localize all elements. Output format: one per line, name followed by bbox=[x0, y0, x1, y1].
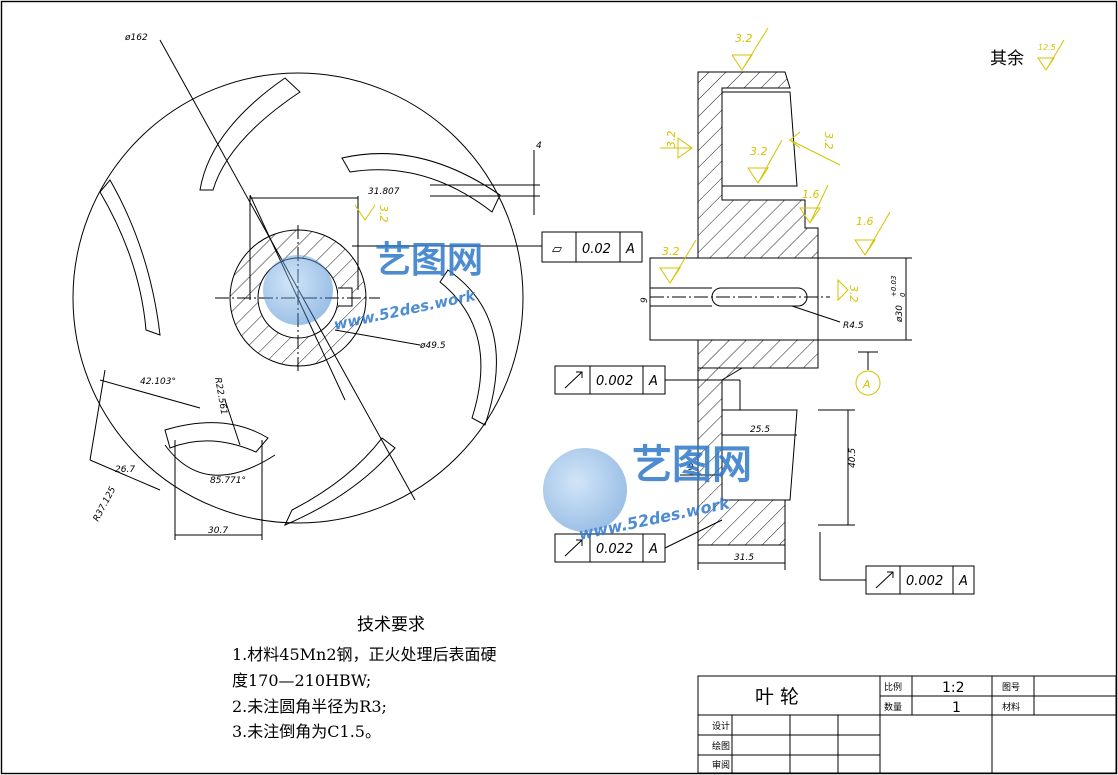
designer-label: 设计 bbox=[712, 720, 730, 732]
roughness-r6: 1.6 bbox=[856, 215, 874, 228]
blade-3 bbox=[439, 269, 497, 426]
blade-4 bbox=[283, 437, 396, 526]
roughness-r1: 3.2 bbox=[735, 32, 753, 45]
requirements-line-4: 3.未注倒角为C1.5。 bbox=[232, 722, 381, 741]
runout-tolerance-frame-2: 0.022 A bbox=[554, 533, 666, 563]
runout-3-datum: A bbox=[958, 574, 968, 589]
blade-6 bbox=[99, 179, 161, 336]
dim-9-lower-label: 9 bbox=[688, 463, 694, 473]
requirements-line-1: 1.材料45Mn2钢，正火处理后表面硬 bbox=[232, 645, 497, 664]
radius-22-label: R22.561 bbox=[212, 377, 228, 416]
bore-radius-label: R4.5 bbox=[843, 321, 864, 331]
reviewer-label: 审阅 bbox=[712, 759, 730, 771]
roughness-r8: 3.2 bbox=[847, 285, 860, 303]
blade-1 bbox=[199, 77, 301, 191]
scale-value: 1:2 bbox=[942, 680, 965, 696]
blade-5 bbox=[164, 422, 269, 453]
scale-label: 比例 bbox=[884, 681, 902, 693]
requirements-line-3: 2.未注圆角半径为R3; bbox=[232, 697, 387, 716]
dim-30-7-label: 30.7 bbox=[208, 526, 228, 536]
angle-85-label: 85.771° bbox=[210, 476, 246, 486]
drafter-label: 绘图 bbox=[712, 740, 730, 752]
hub-dia-leader bbox=[334, 329, 421, 346]
roughness-r3: 3.2 bbox=[750, 145, 768, 158]
watermark-brand-1: 艺图网 bbox=[375, 240, 483, 281]
keyway-depth-label: 31.807 bbox=[368, 187, 400, 197]
dim-25-5-label: 25.5 bbox=[750, 425, 770, 435]
runout-2-value: 0.022 bbox=[596, 542, 633, 557]
requirements-title: 技术要求 bbox=[357, 615, 425, 635]
requirements-line-2: 度170—210HBW; bbox=[232, 671, 371, 690]
roughness-r7: 3.2 bbox=[662, 245, 680, 258]
flatness-datum: A bbox=[625, 242, 635, 257]
flatness-tolerance-frame: ▱ 0.02 A bbox=[352, 231, 643, 263]
runout-3-value: 0.002 bbox=[906, 574, 943, 589]
bore-tol-upper: +0.03 bbox=[890, 276, 898, 297]
outer-circle bbox=[72, 72, 524, 524]
part-name: 叶 轮 bbox=[755, 686, 799, 708]
material-label: 材料 bbox=[1002, 701, 1020, 713]
outer-diameter-label: ø162 bbox=[124, 33, 148, 43]
runout-tolerance-frame-1: 0.002 A bbox=[554, 365, 666, 395]
datum-label: A bbox=[862, 378, 871, 391]
dim-ext-1 bbox=[89, 369, 106, 461]
remaining-roughness: 12.5 bbox=[1038, 43, 1056, 52]
blade-2 bbox=[341, 153, 501, 213]
roughness-r9: 3.2 bbox=[377, 205, 390, 223]
runout-2-datum: A bbox=[648, 542, 658, 557]
roughness-r5: 1.6 bbox=[802, 188, 820, 201]
runout-1-datum: A bbox=[648, 374, 658, 389]
watermark-brand-2: 艺图网 bbox=[632, 442, 752, 488]
remaining-label: 其余 bbox=[990, 49, 1024, 69]
roughness-symbols bbox=[354, 27, 1065, 302]
dim-26-7-label: 26.7 bbox=[115, 465, 135, 475]
dim-31-5-label: 31.5 bbox=[734, 553, 754, 563]
roughness-r4: 3.2 bbox=[822, 132, 835, 150]
title-block bbox=[697, 675, 1117, 774]
bore-tol-lower: 0 bbox=[899, 292, 907, 297]
keyway-width-label: 9 bbox=[640, 297, 650, 303]
flatness-symbol: ▱ bbox=[552, 242, 562, 257]
keyway-notch bbox=[338, 287, 353, 307]
roughness-r2: 3.2 bbox=[665, 131, 678, 149]
dim-40-5-label: 40.5 bbox=[848, 448, 858, 468]
angle-42-label: 42.103° bbox=[140, 377, 176, 387]
hub-diameter-label: ø49.5 bbox=[419, 341, 446, 351]
radius-37-label: R37.125 bbox=[92, 485, 119, 523]
flatness-value: 0.02 bbox=[582, 242, 611, 257]
runout-1-value: 0.002 bbox=[596, 374, 633, 389]
bore-diameter-label: ø30 bbox=[895, 305, 905, 323]
quantity-value: 1 bbox=[952, 700, 961, 716]
quantity-label: 数量 bbox=[884, 701, 902, 713]
section-view bbox=[649, 71, 912, 581]
runout-tolerance-frame-3: 0.002 A bbox=[865, 565, 975, 595]
bore-diameter-group: ø30 +0.03 0 bbox=[890, 276, 907, 323]
blade-thickness-label: 4 bbox=[536, 141, 542, 151]
drawing-no-label: 图号 bbox=[1002, 682, 1020, 693]
